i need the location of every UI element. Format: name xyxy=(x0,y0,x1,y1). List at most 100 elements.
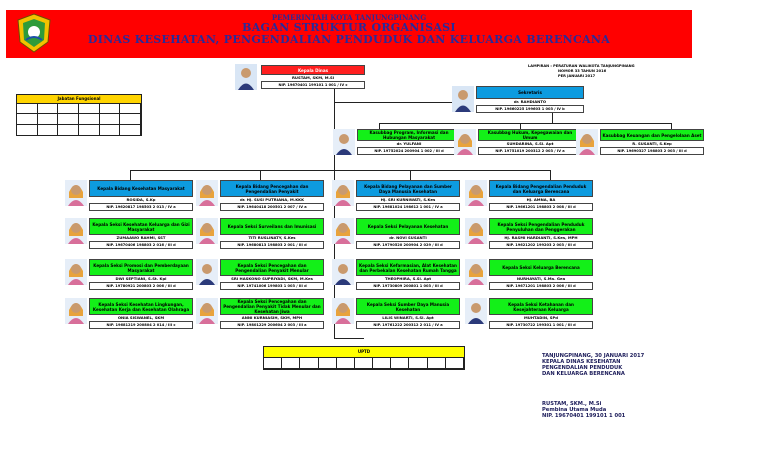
table-cell xyxy=(264,357,283,369)
bidang-1-seksi-3-nip: NIP. 19681219 200804 2 014 / III c xyxy=(89,321,193,329)
connector-bidang-1 xyxy=(130,170,131,180)
connector-subbag-2 xyxy=(520,123,521,129)
bidang-2-head-nip: NIP. 19640418 200501 2 007 / IV a xyxy=(220,203,324,211)
subbag-3-name: R. SUSANTI, S.Kep xyxy=(632,141,672,146)
bidang-2-head-name: dr. Hj. SUSI PUTRIANA, M.KKK xyxy=(239,197,305,202)
header-line-3: DINAS KESEHATAN, PENGENDALIAN PENDUDUK D… xyxy=(87,33,611,46)
bidang-4-seksi-2-name: NURHAYATI, S.Ma. Gea xyxy=(516,276,566,281)
reference-line-1: LAMPIRAN : PERATURAN WALIKOTA TANJUNGPIN… xyxy=(528,64,635,68)
bidang-4-seksi-3-title: Kepala Seksi Ketahanan dan Kesejahteraan… xyxy=(489,298,593,315)
sekretaris-nip: NIP. 19660225 199603 1 003 / IV b xyxy=(476,105,584,113)
table-cell xyxy=(318,357,337,369)
bidang-3-seksi-2-nip: NIP. 19730809 200801 1 003 / III d xyxy=(356,282,460,290)
sekretaris-photo xyxy=(452,86,474,112)
bidang-3-head-card: Kepala Bidang Pelayanan dan Sumber Daya … xyxy=(332,180,460,211)
connector-subbag-horizontal xyxy=(379,123,671,124)
bidang-2-seksi-1-nip: NIP. 19680813 198803 2 001 / III d xyxy=(220,241,324,249)
connector-subbag-vertical xyxy=(552,108,553,123)
bidang-4-head-title: Kepala Bidang Pengendalian Penduduk dan … xyxy=(489,180,593,197)
subbag-3-title: Kasubbag Keuangan dan Pengelolaan Aset xyxy=(600,129,704,141)
bidang-1-seksi-2-card: Kepala Seksi Promosi dan Pemberdayaan Ma… xyxy=(65,259,193,290)
bidang-4-head-nip: NIP. 19661201 198803 2 008 / III d xyxy=(489,203,593,211)
table-cell xyxy=(79,125,100,136)
subbag-1-nip: NIP. 19752024 200904 1 002 / III d xyxy=(357,147,461,155)
bidang-2-head-photo xyxy=(196,180,218,206)
connector-bidang-4 xyxy=(550,170,551,180)
table-cell xyxy=(79,103,100,114)
bidang-4-seksi-1-photo xyxy=(465,218,487,244)
header-banner: PEMERINTAH KOTA TANJUNGPINANG BAGAN STRU… xyxy=(6,10,692,58)
table-cell xyxy=(445,357,464,369)
bidang-1-head-name: ROSIDA, S.Kp xyxy=(126,197,156,202)
header-line-1: PEMERINTAH KOTA TANJUNGPINANG xyxy=(271,13,427,22)
kepala-dinas-photo xyxy=(235,64,257,90)
reference-note: LAMPIRAN : PERATURAN WALIKOTA TANJUNGPIN… xyxy=(528,64,698,79)
table-cell xyxy=(354,357,374,369)
bidang-2-seksi-2-nip: NIP. 19741006 199803 1 003 / III d xyxy=(220,282,324,290)
bidang-3-seksi-1-name: dr. NOVI SUSANTI xyxy=(389,235,427,240)
bidang-1-seksi-2-photo xyxy=(65,259,87,285)
table-cell xyxy=(37,103,59,114)
table-cell xyxy=(120,125,141,136)
bidang-3-seksi-3-nip: NIP. 19761222 200312 2 011 / IV a xyxy=(356,321,460,329)
table-cell xyxy=(300,357,319,369)
bidang-1-head-photo xyxy=(65,180,87,206)
signature-name: RUSTAM, SKM., M.Si xyxy=(542,401,602,407)
connector-bidang-3 xyxy=(410,170,411,180)
bidang-1-seksi-1-nip: NIP. 19670406 198803 2 016 / III d xyxy=(89,241,193,249)
bidang-3-seksi-3-title: Kepala Seksi Sumber Daya Manusia Kesehat… xyxy=(356,298,460,315)
uptd-title: UPTD xyxy=(264,347,464,358)
bidang-1-seksi-2-nip: NIP. 19780921 200803 2 006 / III d xyxy=(89,282,193,290)
connector-subbag-1 xyxy=(379,123,380,129)
bidang-4-head-photo xyxy=(465,180,487,206)
bidang-3-seksi-1-photo xyxy=(332,218,354,244)
connector-bidang-2 xyxy=(260,170,261,180)
bidang-3-head-photo xyxy=(332,180,354,206)
bidang-3-head-title: Kepala Bidang Pelayanan dan Sumber Daya … xyxy=(356,180,460,197)
signature-role-2: PENGENDALIAN PENDUDUK xyxy=(542,365,623,371)
bidang-1-seksi-1-name: ZUMAAWO RAHMI, SST xyxy=(116,235,166,240)
bidang-4-seksi-3-nip: NIP. 19730722 199301 1 001 / III d xyxy=(489,321,593,329)
bidang-4-seksi-3-name: MUHTADIN, SPd xyxy=(523,315,558,320)
signature-role-3: DAN KELUARGA BERENCANA xyxy=(542,371,625,377)
table-cell xyxy=(99,103,121,114)
bidang-1-seksi-3-card: Kepala Seksi Kesehatan Lingkungan, Keseh… xyxy=(65,298,193,329)
bidang-1-seksi-3-title: Kepala Seksi Kesehatan Lingkungan, Keseh… xyxy=(89,298,193,315)
bidang-3-seksi-2-name: THEOPHIRA, S.Si. Apt xyxy=(384,276,432,281)
bidang-1-seksi-3-name: ONIA SISWANEL, SKM xyxy=(117,315,165,320)
table-cell xyxy=(336,357,355,369)
bidang-4-seksi-2-title: Kepala Seksi Keluarga Berencana xyxy=(489,259,593,276)
table-cell xyxy=(427,357,446,369)
bidang-4-seksi-2-nip: NIP. 19671201 198803 2 006 / III d xyxy=(489,282,593,290)
city-emblem-icon xyxy=(17,13,51,53)
signature-block: TANJUNGPINANG, 30 JANUARI 2017 KEPALA DI… xyxy=(542,353,742,419)
bidang-3-seksi-1-title: Kepala Seksi Pelayanan Kesehatan xyxy=(356,218,460,235)
bidang-4-seksi-1-title: Kepala Seksi Pengendalian Penduduk Penyu… xyxy=(489,218,593,235)
bidang-2-seksi-1-name: TITI RUSLINATY, S.Kes xyxy=(248,235,296,240)
bidang-2-seksi-2-photo xyxy=(196,259,218,285)
bidang-1-head-nip: NIP. 19620817 198503 2 013 / IV a xyxy=(89,203,193,211)
bidang-4-seksi-1-card: Kepala Seksi Pengendalian Penduduk Penyu… xyxy=(465,218,593,249)
table-cell xyxy=(37,114,59,125)
subbag-2-nip: NIP. 19751019 200312 2 003 / IV a xyxy=(478,147,582,155)
bidang-2-head-card: Kepala Bidang Pencegahan dan Pengendalia… xyxy=(196,180,324,211)
table-cell xyxy=(99,125,121,136)
subbag-1-card: Kasubbag Program, Informasi dan Hubungan… xyxy=(333,129,461,159)
jabatan-fungsional-table: Jabatan Fungsional xyxy=(16,94,142,136)
table-cell xyxy=(282,357,301,369)
signature-place-date: TANJUNGPINANG, 30 JANUARI 2017 xyxy=(542,353,645,359)
signature-nip: NIP. 19670401 199101 1 001 xyxy=(542,413,626,419)
signature-rank: Pembina Utama Muda xyxy=(542,407,607,413)
bidang-3-head-name: Hj. SRI KURNIWATI, S.Kes xyxy=(380,197,436,202)
header-line-2: BAGAN STRUKTUR ORGANISASI xyxy=(242,21,456,34)
bidang-3-seksi-2-title: Kepala Seksi Kefarmasian, Alat Kesehatan… xyxy=(356,259,460,276)
kepala-dinas-title: Kepala Dinas xyxy=(261,65,365,75)
bidang-2-seksi-2-card: Kepala Seksi Pencegahan dan Pengendalian… xyxy=(196,259,324,290)
kepala-dinas-name: RUSTAM, SKM, M.Si xyxy=(292,75,334,80)
bidang-2-seksi-2-name: SRI HASKONO SUPRIYADI, SKM, M.Kes xyxy=(231,276,313,281)
subbag-3-nip: NIP. 19690327 198803 2 003 / III d xyxy=(600,147,704,155)
connector-main-vertical xyxy=(334,89,335,339)
